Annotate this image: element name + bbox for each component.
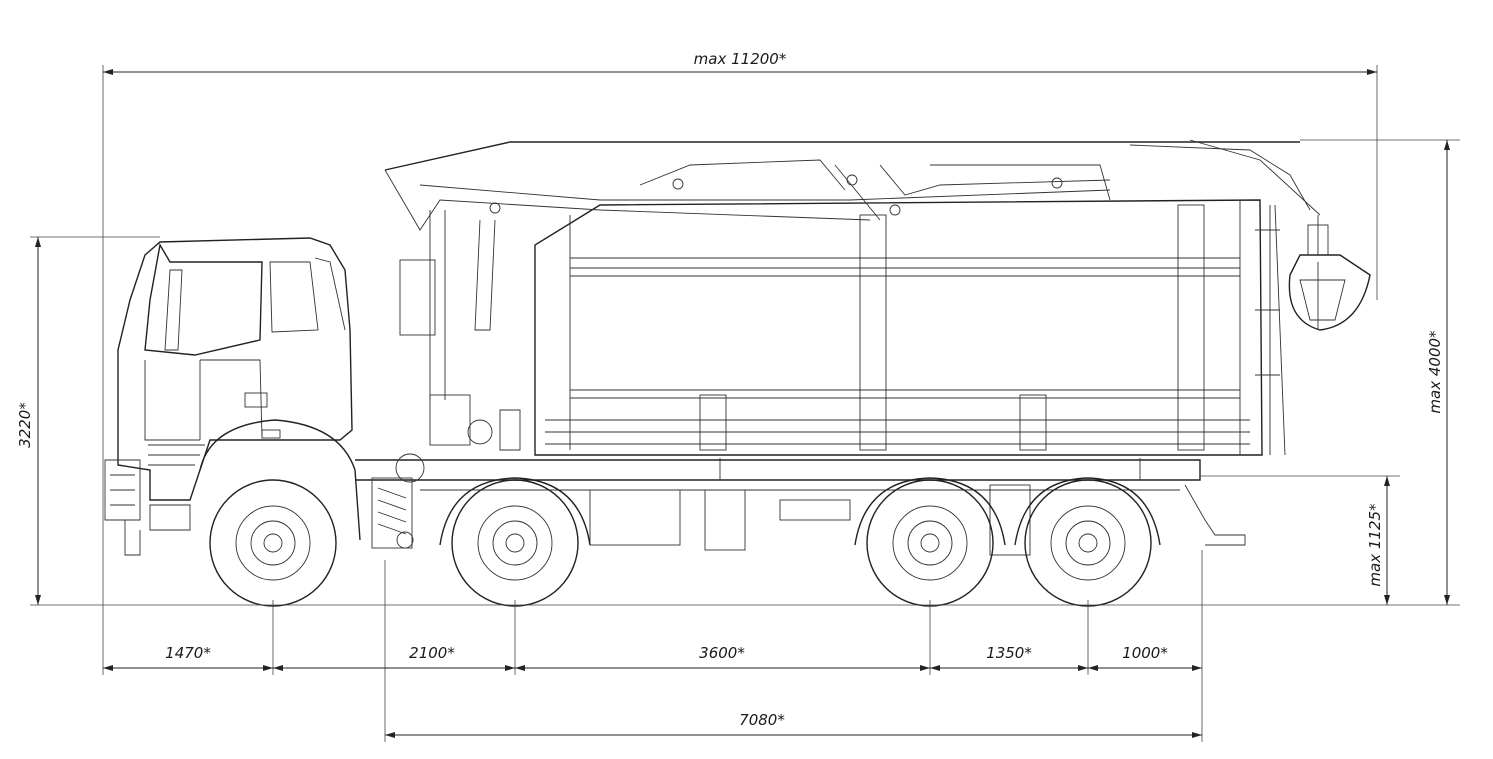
dimension-cab-height: 3220* [16, 237, 41, 605]
label-front-overhang: 1470* [165, 644, 211, 662]
axle-wheel-2 [439, 477, 591, 607]
label-wheelbase-2: 3600* [699, 644, 745, 662]
dimension-overall-height: max 4000* [1426, 140, 1450, 605]
dimension-overall-length: max 11200* [103, 50, 1377, 75]
label-body-length: 7080* [739, 711, 785, 729]
axle-wheel-3 [854, 477, 1006, 607]
chassis-frame [355, 453, 1246, 556]
dimension-chain-bottom: 1470* 2100* 3600* 1350* 1000* [103, 644, 1202, 671]
front-wheel [199, 419, 361, 607]
label-overall-length: max 11200* [694, 50, 787, 68]
label-rear-overhang: 1000* [1122, 644, 1168, 662]
label-cab-height: 3220* [16, 402, 34, 448]
dimension-body-length: 7080* [385, 711, 1202, 738]
loader-crane [384, 139, 1321, 451]
label-frame-height: max 1125* [1366, 503, 1384, 587]
truck-outline [104, 139, 1371, 607]
label-wheelbase-1: 2100* [409, 644, 455, 662]
grapple [1288, 215, 1371, 331]
label-overall-height: max 4000* [1426, 330, 1444, 414]
axle-wheel-4 [1014, 477, 1161, 607]
cab [104, 237, 353, 556]
dimension-frame-height: max 1125* [1366, 476, 1390, 605]
label-wheelbase-3: 1350* [986, 644, 1032, 662]
extension-lines [30, 65, 1460, 742]
cargo-body [534, 199, 1286, 456]
